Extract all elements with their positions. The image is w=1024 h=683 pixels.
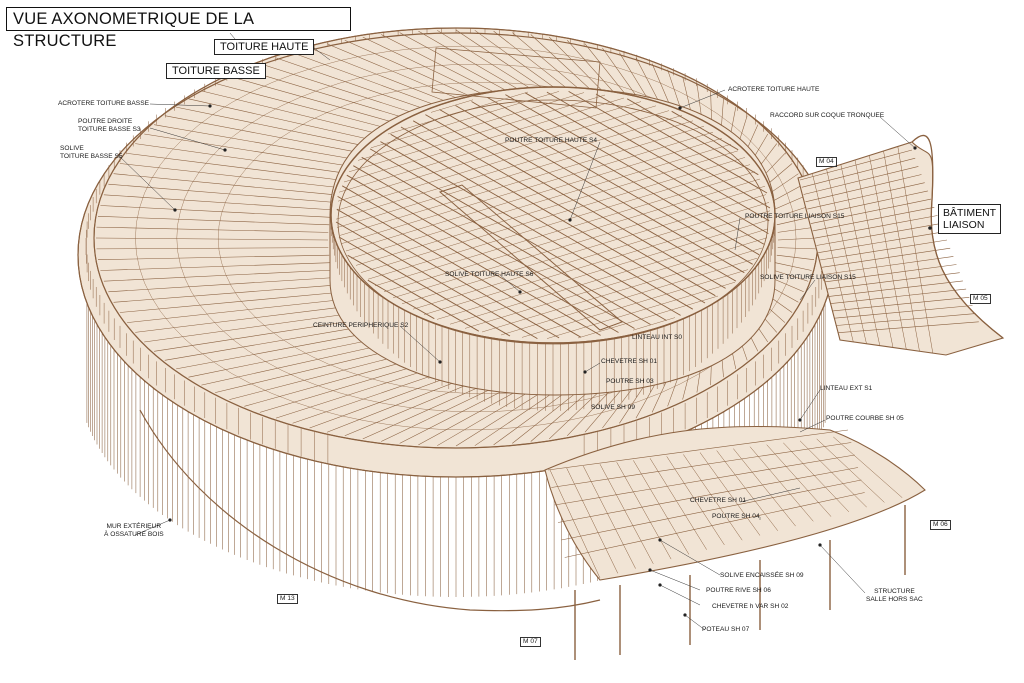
hors-sac-posts	[574, 505, 906, 660]
module-tag-m04: M 04	[816, 157, 837, 167]
label-linteau-int: LINTEAU INT S0	[632, 334, 683, 341]
label-structure-hors-sac: STRUCTURE SALLE HORS SAC	[866, 588, 923, 604]
label-solive-liaison: SOLIVE TOITURE LIAISON S15	[760, 274, 856, 281]
hors-sac-joists	[547, 429, 903, 579]
label-poutre-haute-s4: POUTRE TOITURE HAUTE S4	[505, 137, 598, 144]
label-acrotere-haute: ACROTERE TOITURE HAUTE	[728, 86, 820, 93]
hors-sac-structure	[544, 425, 926, 660]
poutre-droite-line2: TOITURE BASSE S3	[78, 126, 141, 133]
module-tag-m07: M 07	[520, 637, 541, 647]
label-toiture-basse: TOITURE BASSE	[166, 63, 266, 79]
module-tag-m05: M 05	[970, 294, 991, 304]
label-acrotere-basse: ACROTERE TOITURE BASSE	[58, 100, 149, 107]
mur-line1: MUR EXTÉRIEUR	[106, 523, 162, 530]
drawing-title: VUE AXONOMETRIQUE DE LA STRUCTURE	[6, 7, 351, 50]
skylight-frame	[431, 47, 601, 109]
label-poutre-sh04: POUTRE SH 04	[712, 513, 760, 520]
link-building-roof	[797, 134, 1005, 356]
high-roof-drum-studs	[330, 215, 776, 411]
leader-lines	[117, 32, 916, 631]
label-raccord: RACCORD SUR COQUE TRONQUEE	[770, 112, 885, 119]
label-solive-encaissee: SOLIVE ENCAISSÉE SH 09	[720, 572, 804, 579]
high-roof	[329, 86, 776, 411]
label-solive-haute-s6: SOLIVE TOITURE HAUTE S6	[445, 271, 534, 278]
label-poutre-liaison: POUTRE TOITURE LIAISON S15	[745, 213, 845, 220]
poutre-droite-line1: POUTRE DROITE	[78, 118, 133, 125]
batiment-line2: LIAISON	[943, 219, 985, 231]
solive-line1: SOLIVE	[60, 145, 84, 152]
label-poutre-sh03: POUTRE SH 03	[606, 378, 654, 385]
module-tag-m13: M 13	[277, 594, 298, 604]
structure-line1: STRUCTURE	[874, 588, 915, 595]
label-chevetre-var: CHEVETRE h VAR SH 02	[712, 603, 789, 610]
label-poteau: POTEAU SH 07	[702, 626, 750, 633]
label-poutre-courbe: POUTRE COURBE SH 05	[826, 415, 904, 422]
solive-line2: TOITURE BASSE S5	[60, 153, 123, 160]
label-ceinture: CEINTURE PERIPHERIQUE S2	[313, 322, 409, 329]
label-chevetre-sh01: CHEVETRE SH 01	[601, 358, 658, 365]
leader-dots	[168, 104, 932, 617]
label-batiment-liaison: BÂTIMENT LIAISON	[938, 204, 1002, 234]
label-linteau-ext: LINTEAU EXT S1	[820, 385, 873, 392]
label-poutre-droite: POUTRE DROITE TOITURE BASSE S3	[78, 118, 141, 134]
mur-line2: À OSSATURE BOIS	[104, 531, 164, 538]
label-toiture-haute: TOITURE HAUTE	[214, 39, 315, 55]
label-poutre-rive: POUTRE RIVE SH 06	[706, 587, 771, 594]
label-mur-exterieur: MUR EXTÉRIEUR À OSSATURE BOIS	[104, 523, 164, 539]
label-chevetre-sh01-ext: CHEVETRE SH 01	[690, 497, 747, 504]
label-solive-basse: SOLIVE TOITURE BASSE S5	[60, 145, 123, 161]
batiment-line1: BÂTIMENT	[943, 207, 997, 219]
high-roof-joists	[335, 91, 771, 339]
module-tag-m06: M 06	[930, 520, 951, 530]
structure-line2: SALLE HORS SAC	[866, 596, 923, 603]
link-building-joists	[797, 146, 979, 354]
label-solive-sh09: SOLIVE SH 09	[591, 404, 635, 411]
